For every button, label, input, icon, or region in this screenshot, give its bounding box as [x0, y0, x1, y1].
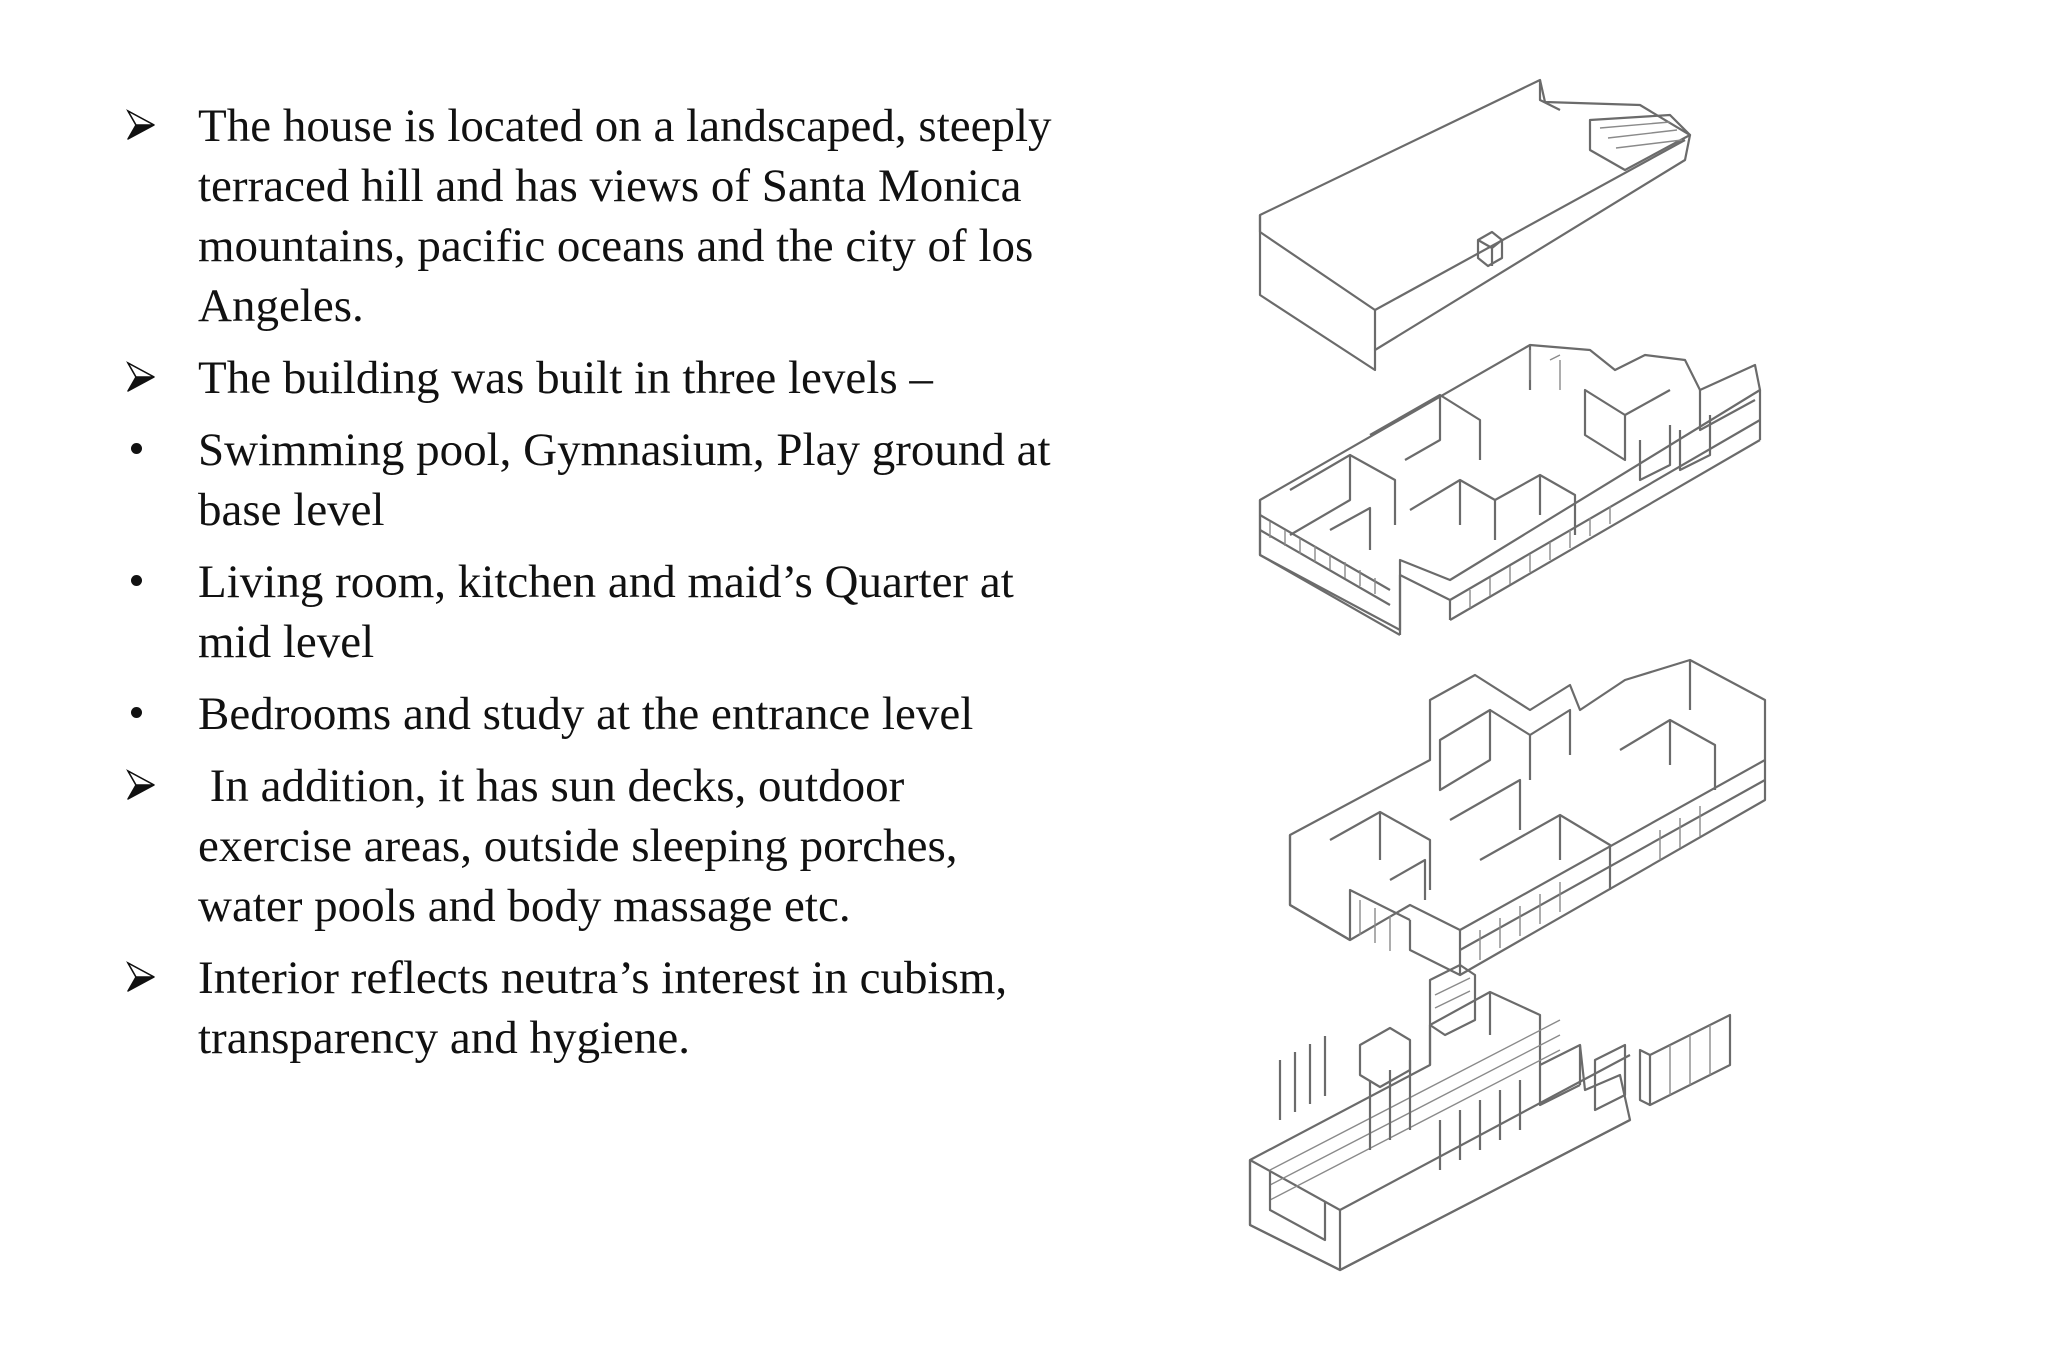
- arrow-bullet-icon: [122, 756, 198, 816]
- bullet-text: Interior reflects neutra’s interest in c…: [198, 952, 1008, 1064]
- list-item: Bedrooms and study at the entrance level: [122, 684, 1142, 744]
- bullet-text: Living room, kitchen and maid’s Quarter …: [198, 556, 1014, 668]
- arrow-bullet-icon: [122, 948, 198, 1008]
- roof-plate-drawing: [1258, 78, 1692, 372]
- bullet-text: The building was built in three levels –: [198, 352, 933, 404]
- bullet-text: In addition, it has sun decks, outdoor e…: [198, 760, 958, 932]
- dot-bullet-icon: [122, 552, 198, 612]
- arrow-bullet-icon: [122, 96, 198, 156]
- arrow-bullet-icon: [122, 348, 198, 408]
- list-item: The building was built in three levels –: [122, 348, 1142, 408]
- bullet-text: Bedrooms and study at the entrance level: [198, 688, 974, 740]
- mid-level-drawing: [1258, 343, 1762, 636]
- list-item: Swimming pool, Gymnasium, Play ground at…: [122, 420, 1142, 540]
- list-item: Interior reflects neutra’s interest in c…: [122, 948, 1142, 1068]
- base-level-drawing: [1248, 963, 1732, 1272]
- list-item: Living room, kitchen and maid’s Quarter …: [122, 552, 1142, 672]
- bullet-text: The house is located on a landscaped, st…: [198, 100, 1052, 332]
- list-item: In addition, it has sun decks, outdoor e…: [122, 756, 1142, 936]
- bullet-list: The house is located on a landscaped, st…: [122, 96, 1142, 1080]
- dot-bullet-icon: [122, 684, 198, 744]
- list-item: The house is located on a landscaped, st…: [122, 96, 1142, 336]
- exploded-axonometric-house-drawing: [1230, 60, 1930, 1285]
- entrance-level-drawing: [1288, 658, 1767, 977]
- bullet-text: Swimming pool, Gymnasium, Play ground at…: [198, 424, 1051, 536]
- dot-bullet-icon: [122, 420, 198, 480]
